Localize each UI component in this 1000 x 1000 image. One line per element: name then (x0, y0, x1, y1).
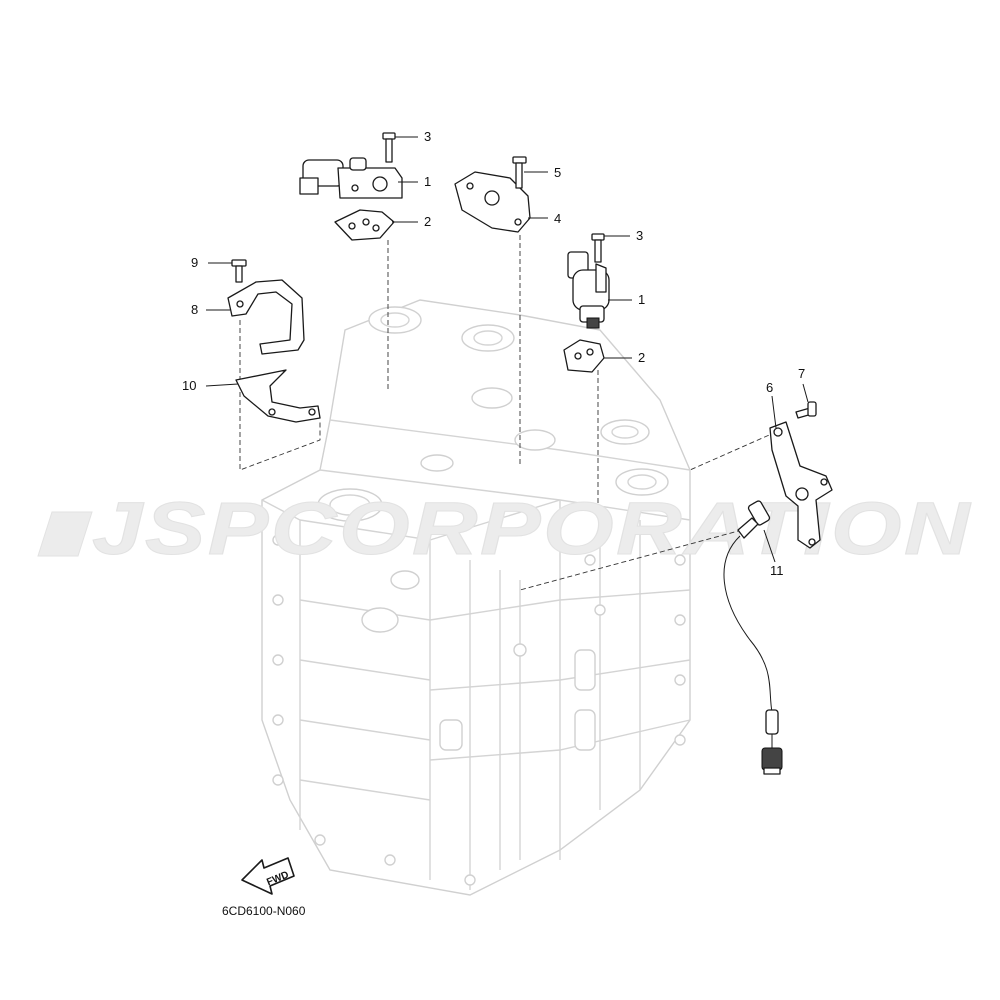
callout-2-upper: 2 (424, 214, 431, 229)
callout-10: 10 (182, 378, 196, 393)
callout-7: 7 (798, 366, 805, 381)
callout-3-right: 3 (636, 228, 643, 243)
engine-block (261, 299, 691, 896)
callout-1-right: 1 (638, 292, 645, 307)
oil-control-valve-upper (299, 157, 403, 199)
callouts: 3 1 2 5 4 3 1 2 9 8 10 6 7 11 (182, 129, 805, 578)
leader-lines (205, 136, 809, 563)
watermark: JSPCORPORATION (37, 487, 972, 571)
watermark-text: JSPCORPORATION (92, 487, 972, 570)
alignment-lines (239, 235, 777, 591)
callout-6: 6 (766, 380, 773, 395)
callout-8: 8 (191, 302, 198, 317)
bolt-bracket (231, 259, 247, 283)
bracket (227, 279, 305, 355)
fwd-arrow: FWD (241, 857, 295, 895)
valve-cover (454, 171, 531, 233)
callout-3-upper: 3 (424, 129, 431, 144)
sensor-bracket (769, 421, 833, 549)
callout-2-right: 2 (638, 350, 645, 365)
callout-5: 5 (554, 165, 561, 180)
oil-control-valve-right (567, 251, 610, 329)
gasket-upper (334, 209, 395, 241)
callout-4: 4 (554, 211, 561, 226)
bolt-cover (512, 156, 527, 189)
reference-code: 6CD6100-N060 (222, 904, 306, 918)
bolt-sensor (795, 401, 817, 419)
bolt-upper-left (382, 132, 396, 163)
bolt-upper-right (591, 233, 605, 263)
callout-1-upper: 1 (424, 174, 431, 189)
plate (235, 369, 321, 423)
callout-11: 11 (770, 563, 784, 578)
sensor (723, 500, 783, 775)
callout-9: 9 (191, 255, 198, 270)
